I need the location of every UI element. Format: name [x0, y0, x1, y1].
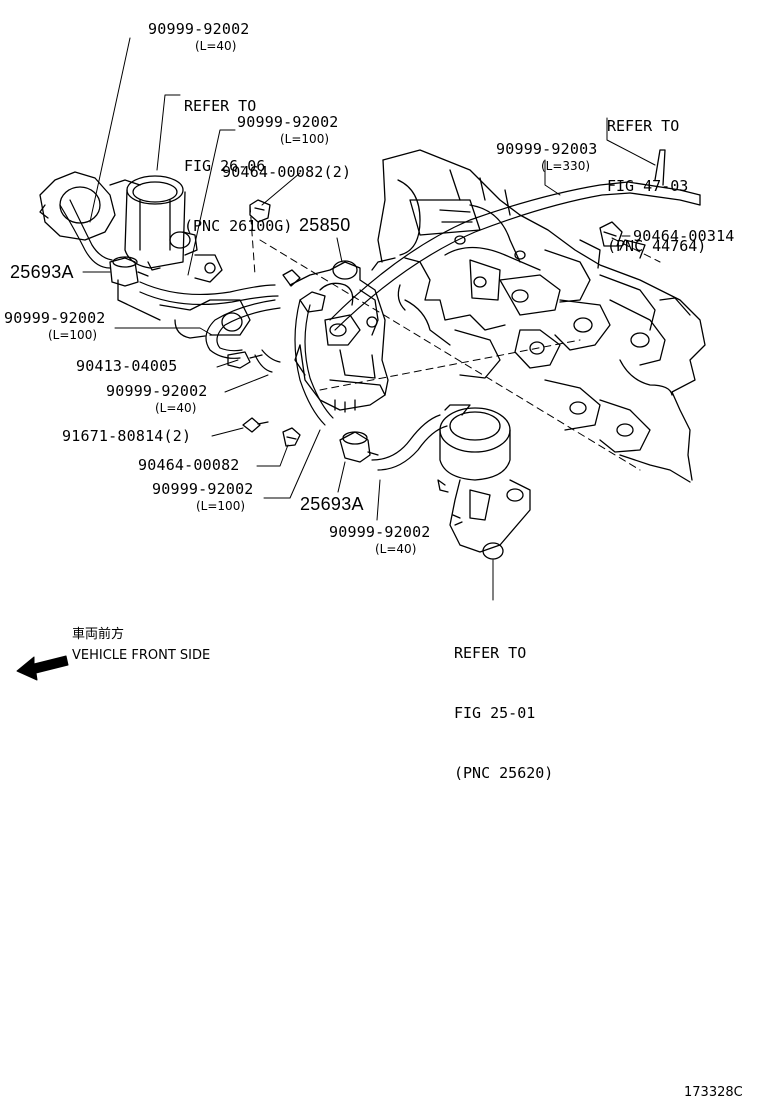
refer-line-3: (PNC 25620) [454, 764, 554, 782]
hose-l40-bottom-part: 90999-92002 [329, 523, 431, 541]
refer-line-1: REFER TO [184, 97, 257, 115]
vacuum-switching-valve [282, 260, 389, 413]
hose-top-left-part: 90999-92002 [148, 20, 250, 38]
refer-26-06: REFER TO FIG 26-06 (PNC 26100G) [184, 56, 292, 256]
clip-part-2: 90464-00082(2) [222, 163, 352, 181]
refer-line-1: REFER TO [454, 644, 527, 662]
egr-valve [437, 404, 531, 560]
engine-block [371, 149, 706, 483]
refer-line-3: (PNC 26100G) [184, 217, 293, 235]
vehicle-front-english: VEHICLE FRONT SIDE [72, 648, 211, 663]
hose-l100-top-length: (L=100) [280, 132, 330, 146]
hose-top-left-length: (L=40) [195, 39, 237, 53]
refer-line-3: (PNC 44764) [607, 237, 707, 255]
hose-l40-mid-part: 90999-92002 [106, 382, 208, 400]
refer-line-1: REFER TO [607, 117, 680, 135]
refer-25-01: REFER TO FIG 25-01 (PNC 25620) [454, 603, 553, 803]
refer-line-2: FIG 26-06 [184, 157, 266, 175]
leader-lines [82, 37, 656, 601]
hose-l100-top-part: 90999-92002 [237, 113, 339, 131]
hose-l40-bottom-length: (L=40) [375, 542, 417, 556]
hose-l330-part: 90999-92003 [496, 140, 598, 158]
bolt-80814-label: 91671-80814(2) [62, 427, 192, 445]
damper-left-label: 25693A [10, 262, 74, 282]
hose-l330-length: (L=330) [541, 159, 591, 173]
damper-bottom-label: 25693A [300, 494, 364, 514]
alignment-lines [249, 204, 661, 471]
clip-00314-label: 90464-00314 [633, 227, 735, 245]
small-parts [109, 149, 701, 463]
union-04005-label: 90413-04005 [76, 357, 178, 375]
refer-line-2: FIG 25-01 [454, 704, 536, 722]
hose-l100-left-length: (L=100) [48, 328, 98, 342]
valve-25850-label: 25850 [299, 215, 351, 235]
refer-line-2: FIG 47-03 [607, 177, 689, 195]
diagram-code: 173328C [684, 1085, 743, 1100]
vehicle-front-arrow-icon [16, 655, 69, 681]
hose-l100-left-part: 90999-92002 [4, 309, 106, 327]
refer-47-03: REFER TO FIG 47-03 (PNC 44764) [607, 76, 706, 276]
hoses [59, 181, 631, 471]
clip-00082-label: 90464-00082 [138, 456, 240, 474]
vehicle-front-japanese: 車両前方 [72, 627, 125, 642]
hose-l100-bottom-part: 90999-92002 [152, 480, 254, 498]
hose-l100-bottom-length: (L=100) [196, 499, 246, 513]
hose-l40-mid-length: (L=40) [155, 401, 197, 415]
